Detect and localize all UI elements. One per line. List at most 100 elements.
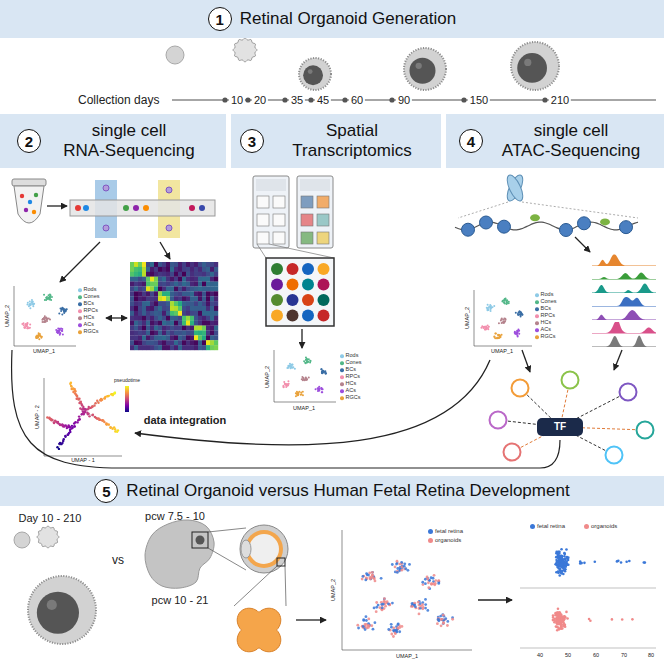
heatmap-cell [174,286,178,291]
umap-point [32,301,34,303]
heatmap-cell [182,296,186,301]
heatmap-cell [154,340,158,345]
heatmap-cell [194,330,198,335]
heatmap-cell [210,282,214,287]
umap-point [368,624,371,627]
heatmap-cell [166,272,170,277]
heatmap-cell [198,291,202,296]
zoom-box [277,558,285,566]
umap-point [414,605,417,608]
legend-label: RPCs [346,374,360,380]
heatmap-cell [142,330,146,335]
heatmap-cell [214,286,218,291]
trajectory-point [70,385,72,387]
trajectory-point [59,424,61,426]
legend-swatch [530,524,535,529]
integration-curve [12,350,560,468]
heatmap [130,262,218,350]
umap-point [502,321,504,323]
target-gene [512,380,529,397]
umap-point [494,333,496,335]
umap-point [430,583,433,586]
heatmap-cell [146,262,150,267]
heatmap-cell [166,340,170,345]
legend-swatch [535,293,539,297]
trajectory-point [53,422,55,424]
strip-point [557,613,560,616]
trajectory-branch [70,384,84,412]
heatmap-cell [214,311,218,316]
heatmap-cell [190,267,194,272]
trajectory-point [101,419,103,421]
heatmap-cell [162,306,166,311]
trajectory-point [58,443,60,445]
heatmap-cell [210,311,214,316]
heatmap-cell [190,321,194,326]
umap-point [36,337,38,339]
umap-point [46,317,48,319]
umap-point [400,569,403,572]
barcoded-spot [287,310,299,322]
umap-point [504,299,506,301]
umap-point [372,576,375,579]
umap-point [503,301,505,303]
legend-item: Rods [535,292,553,298]
heatmap-cell [130,330,134,335]
stage-label: Day 10 - 210 [19,513,82,524]
day-tick: 150 [468,95,490,106]
heatmap-cell [178,326,182,331]
arrow-label: data integration [142,415,229,426]
trajectory-point [114,392,116,394]
heatmap-cell [142,291,146,296]
comparison-umap [342,530,472,650]
trajectory-point [94,402,96,404]
heatmap-cell [146,282,150,287]
umap-point [26,324,28,326]
trajectory-branch [84,392,116,412]
umap-point [362,618,365,621]
timeline-dot [461,97,466,102]
umap-point [371,571,374,574]
organoid-outer [28,576,96,644]
umap-point [24,326,26,328]
heatmap-cell [194,286,198,291]
flat-mount-retina [237,608,281,652]
trajectory-branch [48,418,72,428]
heatmap-cell [162,267,166,272]
trajectory-point [71,425,73,427]
legend-swatch [78,330,82,334]
trajectory-point [96,400,98,402]
heatmap-cell [146,306,150,311]
heatmap-cell [142,311,146,316]
heatmap-cell [182,272,186,277]
heatmap-cell [134,296,138,301]
timeline-dot [389,97,394,102]
heatmap-cell [182,286,186,291]
node-text: TF [554,422,566,432]
timeline-dot [282,97,287,102]
cell-dot [32,210,36,214]
trajectory-point [74,421,76,423]
axis-label: UMAP_1 [33,349,55,355]
trajectory-point [91,405,93,407]
umap-point [440,618,443,621]
axis-tick: 60 [593,653,599,659]
strip-axis [520,588,656,589]
heatmap-cell [138,286,142,291]
strip-point [557,607,560,610]
heatmap-cell [154,306,158,311]
umap-point [504,299,506,301]
target-gene [606,447,623,464]
heatmap-cell [154,296,158,301]
heatmap-cell [162,316,166,321]
strip-point [565,611,568,614]
spheroid [14,532,30,548]
heatmap-cell [186,306,190,311]
umap-point [308,377,310,379]
axis-label: UMAP_1 [396,654,418,660]
strip-point [564,616,567,619]
umap-point [424,603,427,606]
heatmap-cell [198,345,202,350]
stage-label: pcw 7.5 - 10 [145,511,205,522]
capture-area [317,196,329,208]
